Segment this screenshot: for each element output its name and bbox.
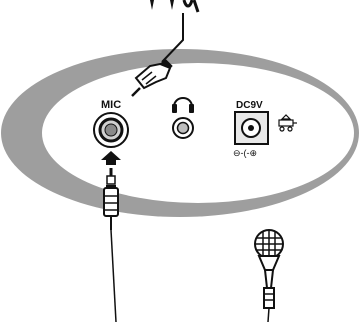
pointing-hand-icon [131, 59, 173, 97]
microphone-icon [254, 229, 284, 323]
train-toy-icon [278, 114, 297, 132]
dc-input-label: DC9V [236, 100, 263, 111]
mic-plug [103, 168, 119, 230]
dc-jack [234, 111, 269, 145]
mic-label: MIC [101, 99, 121, 111]
pointer-line [161, 13, 184, 63]
headphones-icon [172, 97, 194, 113]
headphone-jack [172, 117, 194, 139]
top-label-remnant [150, 0, 200, 13]
mic-cable [110, 229, 117, 323]
polarity-symbol: ⊖-(-⊕ [233, 148, 257, 158]
arrow-up-icon [101, 151, 121, 165]
mic-jack [93, 112, 129, 148]
panel-inner-ellipse [42, 63, 354, 203]
